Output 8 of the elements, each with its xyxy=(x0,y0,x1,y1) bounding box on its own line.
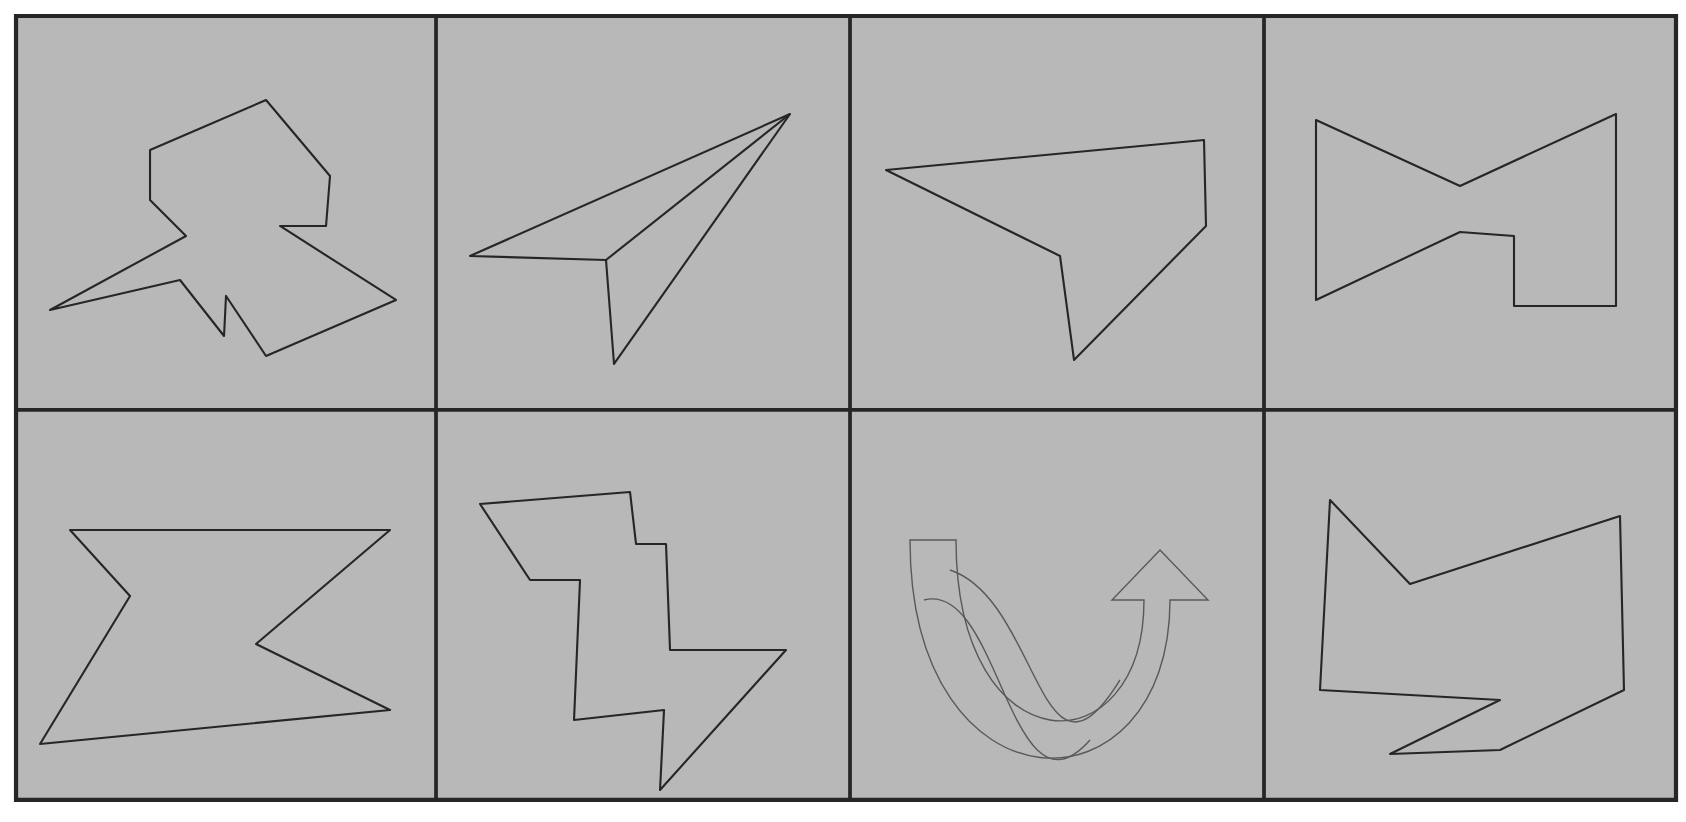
outline-drawing xyxy=(1314,112,1618,308)
outline-drawing xyxy=(884,138,1208,362)
outline-drawing xyxy=(1318,498,1626,756)
outline-drawing xyxy=(468,112,792,366)
outline-drawing xyxy=(478,490,788,792)
outline-drawing xyxy=(909,539,1209,761)
outline-drawing xyxy=(38,528,392,746)
outline-drawing xyxy=(48,98,398,358)
